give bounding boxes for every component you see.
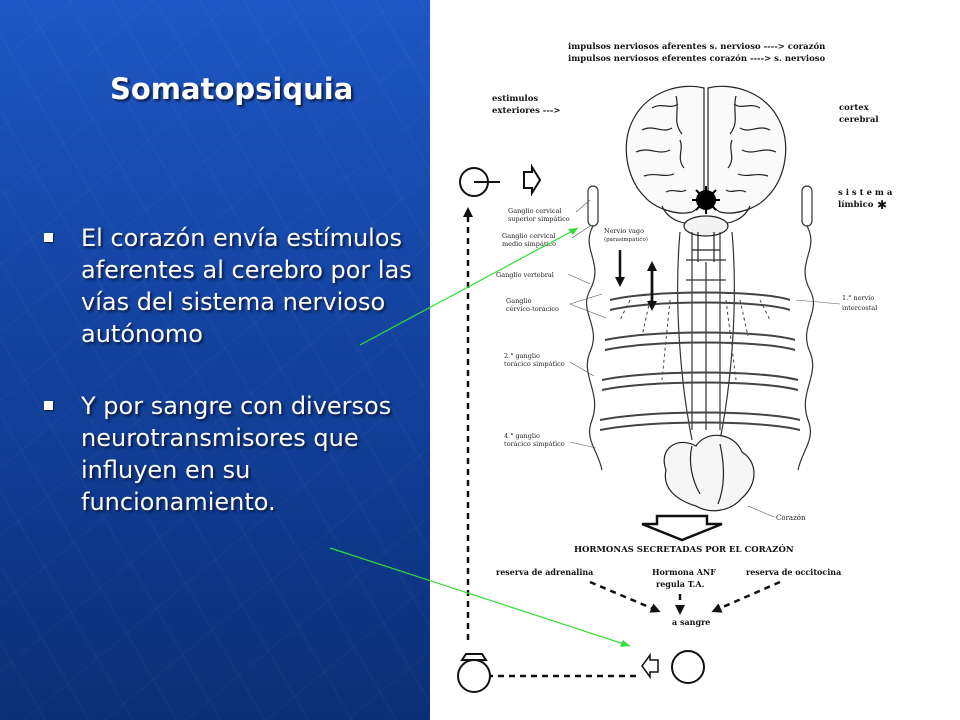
bullet-square-icon — [44, 233, 53, 242]
nervous-pathways-drawing — [585, 185, 815, 471]
label-adrenalina: reserva de adrenalina — [496, 567, 593, 577]
label-ganglio-cervical-sup: Ganglio cervical — [508, 207, 562, 215]
label-parasimpatico: (parasimpático) — [604, 236, 648, 243]
label-exteriores: exteriores ---> — [492, 106, 561, 116]
label-cerebral: cerebral — [839, 115, 879, 125]
label-ganglio-vertebral: Ganglio vertebral — [496, 271, 554, 279]
bullet-square-icon — [44, 401, 53, 410]
stimulus-icon — [459, 163, 542, 197]
vertical-signal-arrows — [615, 250, 657, 311]
label-sistema: s i s t e m a — [838, 188, 893, 198]
label-nervio-vago: Nervio vago — [604, 227, 644, 235]
label-occitocina: reserva de occitocina — [746, 567, 841, 577]
limbic-star-icon: ✱ — [877, 198, 887, 212]
person-icon — [457, 653, 491, 693]
bullet-item-2: Y por sangre con diversos neurotransmiso… — [44, 390, 414, 518]
heart-drawing — [663, 434, 755, 512]
label-ganglio-cervical-medio: Ganglio cervical — [502, 232, 556, 240]
bullet-text-1: El corazón envía estímulos aferentes al … — [81, 224, 412, 348]
label-superior-simpatico: superior simpático — [508, 215, 570, 223]
bullet-text-2: Y por sangre con diversos neurotransmiso… — [81, 392, 392, 516]
label-corazon: Corazón — [776, 514, 806, 522]
label-toracico-2: torácico simpático — [504, 360, 565, 368]
label-nervio: 1.° nervio — [842, 294, 874, 302]
label-leader-lines — [567, 199, 841, 449]
blood-circle-icon — [671, 650, 705, 684]
label-ganglio-4: 4.° ganglio — [504, 432, 540, 440]
label-a-sangre: a sangre — [672, 617, 710, 627]
brain-drawing — [625, 85, 787, 262]
text-panel — [0, 0, 430, 720]
label-anf: Hormona ANF — [652, 567, 716, 577]
label-ganglio: Ganglio — [506, 297, 532, 305]
left-arrow-icon — [641, 652, 659, 680]
bullet-item-1: El corazón envía estímulos aferentes al … — [44, 222, 414, 350]
label-hormonas: HORMONAS SECRETADAS POR EL CORAZÓN — [574, 543, 794, 555]
ribs-drawing — [599, 291, 801, 431]
somatopsiquia-diagram: impulsos nerviosos aferentes s. nervioso… — [457, 41, 893, 693]
header-efferent: impulsos nerviosos eferentes corazón ---… — [568, 53, 826, 64]
label-limbico: límbico — [838, 199, 874, 210]
label-ganglio-2: 2.° ganglio — [504, 352, 540, 360]
label-toracico-4: torácico simpático — [504, 440, 565, 448]
label-medio-simpatico: medio simpático — [502, 240, 556, 248]
label-regula-ta: regula T.A. — [656, 579, 705, 589]
slide-title: Somatopsiquia — [110, 72, 354, 106]
label-estimulos: estimulos — [492, 94, 538, 104]
label-cortex: cortex — [839, 103, 870, 113]
header-afferent: impulsos nerviosos aferentes s. nervioso… — [568, 41, 825, 52]
label-intercostal: intercostal — [842, 304, 877, 312]
down-arrow-icon — [641, 514, 723, 542]
label-cervico-toracico: cérvico-torácico — [506, 305, 559, 313]
